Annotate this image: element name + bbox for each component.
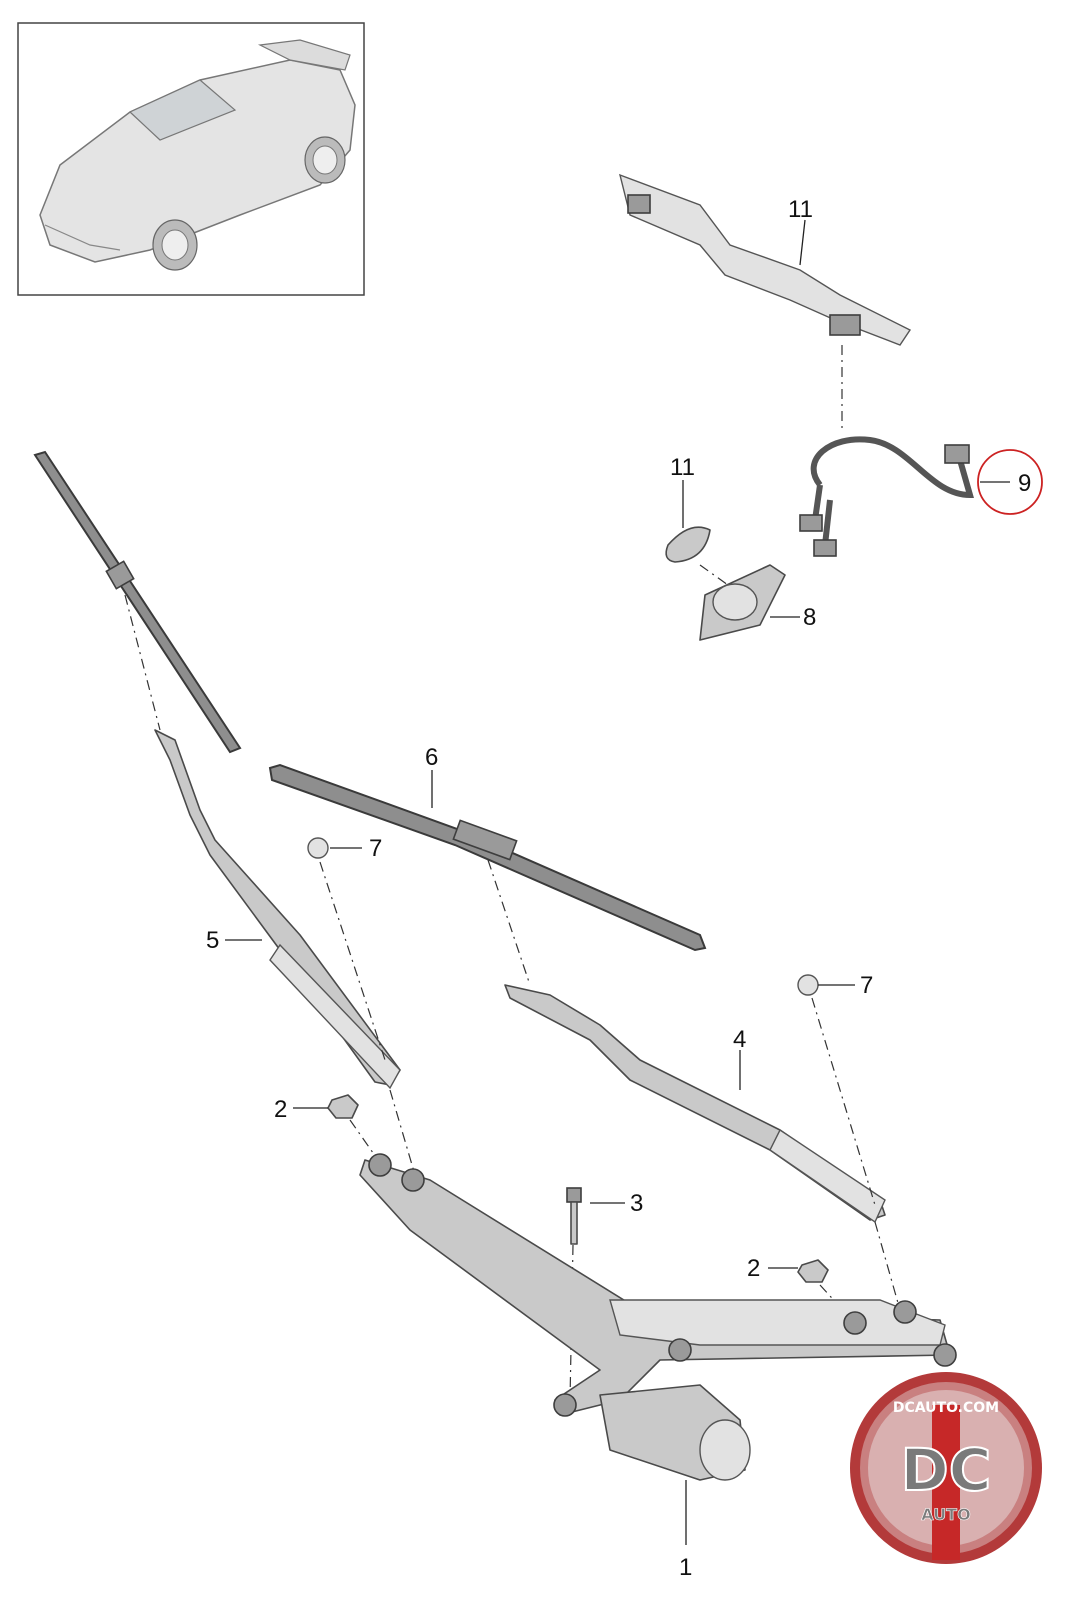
dash-4-1	[874, 1221, 901, 1311]
dash-2a	[349, 1119, 379, 1161]
logo-bottom-text: AUTO	[921, 1505, 970, 1524]
dash-blade-5	[124, 594, 161, 731]
callout-4: 4	[733, 1026, 746, 1053]
cap-part-7-right	[797, 974, 819, 996]
wiper-blade-part-6	[268, 763, 707, 952]
cap-part-7-left	[307, 837, 329, 859]
rain-sensor-part-8	[699, 564, 786, 641]
callout-3: 3	[630, 1190, 643, 1217]
callout-5: 5	[206, 927, 219, 954]
dash-5-1	[389, 1089, 416, 1176]
highlight-circle	[977, 449, 1043, 515]
dash-11-8	[699, 564, 736, 591]
car-thumbnail	[17, 22, 365, 296]
dash-7b	[811, 997, 876, 1206]
dash-7a	[319, 861, 386, 1061]
callout-11: 11	[670, 454, 695, 481]
callout-9: 9	[1018, 470, 1031, 497]
nut-part-2-left	[327, 1094, 359, 1119]
bracket-part-10	[618, 173, 912, 346]
callout-7-left: 7	[369, 835, 382, 862]
callout-10: 11	[788, 196, 813, 223]
bolt-part-3	[566, 1187, 582, 1245]
callout-2-right: 2	[747, 1255, 760, 1282]
logo-top-text: DCAUTO.COM	[893, 1400, 999, 1416]
cable-harness-part-9	[799, 436, 974, 557]
gel-pad-part-11	[665, 526, 711, 563]
wiper-arm-part-4	[504, 984, 886, 1224]
callout-2-left: 2	[274, 1096, 287, 1123]
callout-8: 8	[803, 604, 816, 631]
dash-6-4	[487, 859, 531, 986]
leader-lines	[225, 219, 1010, 1545]
wiper-blade-left	[33, 450, 242, 754]
dcauto-logo: DCAUTO.COM DC AUTO	[850, 1372, 1042, 1564]
logo-monogram: DC	[901, 1436, 992, 1504]
callout-6: 6	[425, 744, 438, 771]
callout-1: 1	[679, 1554, 692, 1581]
nut-part-2-right	[797, 1259, 829, 1283]
wiper-motor	[599, 1384, 751, 1481]
callout-7-right: 7	[860, 972, 873, 999]
wiper-arm-part-5	[154, 729, 401, 1090]
